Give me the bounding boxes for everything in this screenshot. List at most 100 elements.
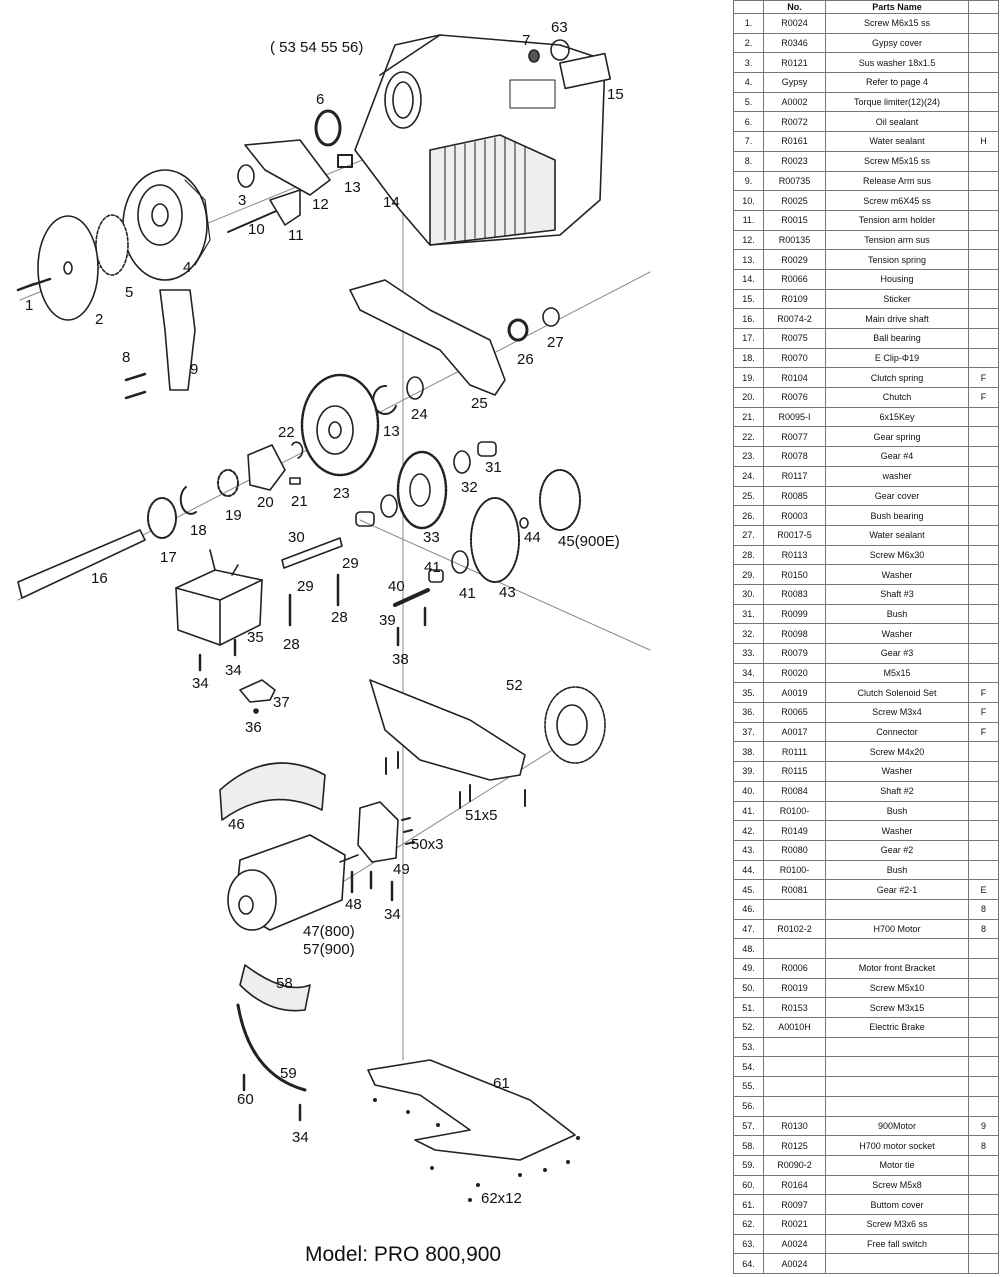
table-cell: Connector <box>825 721 969 743</box>
table-row: 46.8 <box>733 898 999 920</box>
column-header: Parts Name <box>825 0 969 14</box>
table-cell <box>968 347 999 369</box>
table-cell <box>968 623 999 644</box>
table-cell <box>825 1076 969 1097</box>
table-cell: R00135 <box>763 229 826 251</box>
table-cell: R0150 <box>763 564 826 585</box>
table-cell: R0024 <box>763 13 826 34</box>
callout: 50x3 <box>411 836 444 853</box>
connector <box>239 679 276 703</box>
callout: ( 53 54 55 56) <box>270 39 364 56</box>
table-cell <box>968 32 999 54</box>
table-cell: Washer <box>825 623 969 644</box>
table-cell: R0121 <box>763 52 826 74</box>
table-cell: 44. <box>733 859 764 881</box>
table-cell <box>968 643 999 664</box>
table-cell <box>968 328 999 349</box>
table-cell: Ball bearing <box>825 328 969 349</box>
table-cell: R0125 <box>763 1135 826 1156</box>
table-cell: R0099 <box>763 603 826 625</box>
callout: 19 <box>225 507 242 524</box>
callout: 12 <box>312 196 329 213</box>
table-cell: 60. <box>733 1174 764 1196</box>
table-cell: R0025 <box>763 190 826 211</box>
table-cell: R0078 <box>763 446 826 467</box>
table-cell: 11. <box>733 209 764 231</box>
tension-arm <box>244 139 331 196</box>
callout: 51x5 <box>465 807 498 824</box>
table-cell <box>968 1174 999 1196</box>
table-cell: 900Motor <box>825 1115 969 1137</box>
table-cell: Main drive shaft <box>825 308 969 329</box>
table-cell: R0020 <box>763 662 826 684</box>
table-cell: R0117 <box>763 465 826 487</box>
table-cell: R0111 <box>763 741 826 763</box>
table-cell: 57. <box>733 1115 764 1137</box>
callout: 41 <box>424 559 441 576</box>
table-row: 48. <box>733 938 999 959</box>
table-cell <box>968 406 999 428</box>
table-cell <box>968 465 999 487</box>
table-cell: 12. <box>733 229 764 251</box>
callout: 36 <box>245 719 262 736</box>
table-cell: R0023 <box>763 150 826 172</box>
table-cell: R0095-I <box>763 406 826 428</box>
table-cell: R0161 <box>763 131 826 152</box>
callout: 3 <box>238 192 247 209</box>
table-cell: Chutch <box>825 387 969 408</box>
screw-m6x15 <box>16 277 52 292</box>
bush-44 <box>519 517 529 529</box>
clutch-solenoid-set <box>175 549 263 646</box>
table-cell: Oil sealant <box>825 111 969 133</box>
table-cell: 9 <box>968 1115 999 1137</box>
bottom-cover <box>367 1059 576 1161</box>
table-cell: 6. <box>733 111 764 133</box>
main-drive-shaft <box>17 529 146 599</box>
brake-cover <box>369 679 526 781</box>
table-cell <box>968 111 999 133</box>
table-cell: Washer <box>825 761 969 782</box>
table-cell <box>968 288 999 310</box>
table-cell: Screw M3x4 <box>825 702 969 723</box>
table-cell <box>968 859 999 881</box>
table-cell: R0021 <box>763 1213 826 1235</box>
table-cell: 45. <box>733 879 764 900</box>
table-cell: 15. <box>733 288 764 310</box>
table-cell <box>968 564 999 585</box>
table-cell: Gear #2-1 <box>825 879 969 900</box>
table-cell: 59. <box>733 1154 764 1176</box>
motor-front-bracket <box>357 801 399 863</box>
table-cell: R0100- <box>763 859 826 881</box>
table-cell <box>968 800 999 822</box>
table-cell: R0072 <box>763 111 826 133</box>
table-cell: 46. <box>733 898 764 920</box>
bush-41 <box>428 569 444 583</box>
oil-sealant <box>314 109 342 147</box>
table-cell: 16. <box>733 308 764 329</box>
table-cell: R0153 <box>763 997 826 1019</box>
table-cell <box>968 485 999 507</box>
table-cell: E <box>968 879 999 900</box>
table-cell: 20. <box>733 387 764 408</box>
table-cell <box>968 268 999 290</box>
table-cell: R0098 <box>763 623 826 644</box>
screw-m5x15-34 <box>198 638 237 672</box>
table-cell <box>968 52 999 74</box>
table-cell: 61. <box>733 1194 764 1215</box>
sus-washer <box>237 164 255 188</box>
housing <box>354 34 606 246</box>
callout: 39 <box>379 612 396 629</box>
table-cell: R0015 <box>763 209 826 231</box>
